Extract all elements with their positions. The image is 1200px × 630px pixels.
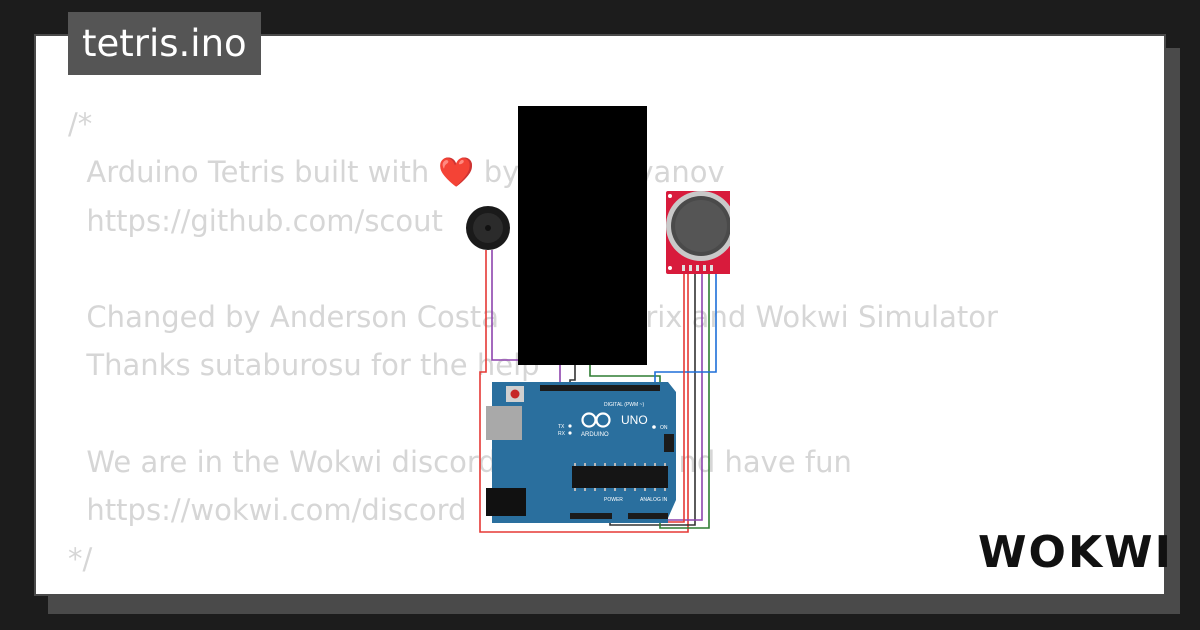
- analog-pins-label: ANALOG IN: [640, 497, 668, 503]
- code-line-text: Changed by Anderson Costa: [68, 300, 499, 335]
- code-line: https://wokwi.com/discord: [68, 493, 467, 528]
- arduino-logo-icon: [581, 412, 611, 428]
- code-line: */: [68, 541, 93, 576]
- digital-header: [540, 385, 660, 391]
- arduino-uno-board[interactable]: UNO ARDUINO DIGITAL (PWM ~) POWER ANALOG…: [486, 382, 676, 523]
- code-line: /*: [68, 107, 93, 141]
- power-jack: [486, 488, 526, 516]
- power-header: [570, 513, 612, 519]
- on-led-label: ON: [660, 425, 668, 431]
- led-matrix-display[interactable]: [518, 106, 647, 365]
- board-model-label: UNO: [621, 413, 648, 427]
- circuit-diagram[interactable]: UNO ARDUINO DIGITAL (PWM ~) POWER ANALOG…: [440, 95, 730, 545]
- tx-led-label: TX: [558, 424, 565, 430]
- code-comment-block: /* Arduino Tetris built with ❤️ by Vadim…: [68, 100, 1128, 583]
- rx-led-label: RX: [558, 431, 566, 437]
- microcontroller-chip: [572, 466, 668, 488]
- project-title: tetris.ino: [68, 12, 261, 75]
- buzzer[interactable]: [466, 206, 510, 250]
- code-line-text: We are in the Wokwi discord: [68, 445, 497, 480]
- joystick-module[interactable]: [666, 191, 730, 274]
- code-line-text: Arduino Tetris built with: [68, 155, 439, 190]
- code-line: Thanks sutaburosu for the help: [68, 348, 540, 383]
- usb-port: [486, 406, 522, 440]
- analog-header: [628, 513, 668, 519]
- digital-pins-label: DIGITAL (PWM ~): [604, 402, 644, 408]
- wokwi-logo: WOKWI: [978, 527, 1173, 578]
- board-brand-label: ARDUINO: [581, 432, 609, 438]
- heart-icon: ❤️: [438, 155, 475, 190]
- power-pins-label: POWER: [604, 497, 623, 503]
- code-line: https://github.com/scout: [68, 203, 443, 238]
